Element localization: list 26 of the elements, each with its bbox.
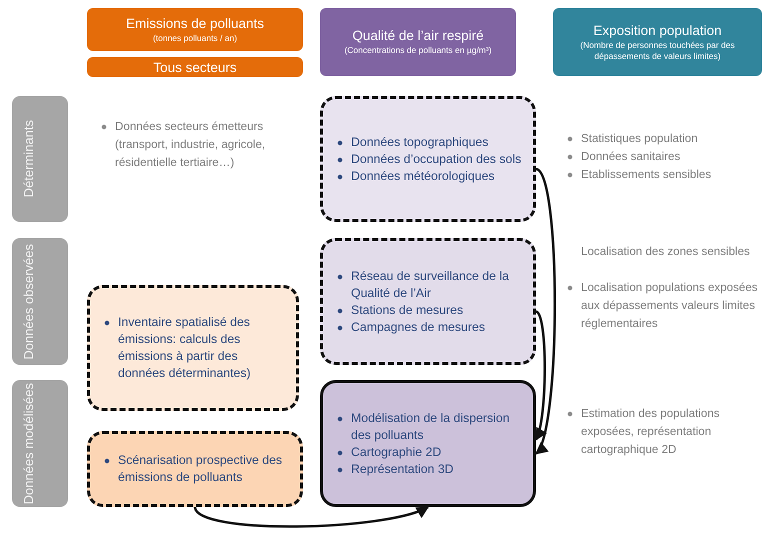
data-box (320, 380, 536, 507)
column-header (320, 8, 516, 76)
data-box (320, 96, 536, 222)
header-title: Emissions de polluants (126, 16, 264, 30)
header-subtitle: (Concentrations de polluants en µg/m³) (343, 45, 493, 56)
header-subtitle: (tonnes polluants / an) (152, 32, 238, 44)
arrow (534, 168, 556, 455)
header-title: Qualité de l’air respiré (352, 28, 484, 43)
row-header (12, 96, 68, 222)
row-header (12, 380, 68, 507)
data-box (87, 285, 299, 411)
arrow (534, 310, 546, 441)
column-header (87, 8, 303, 51)
column-header (553, 8, 762, 76)
note-text: Localisation des zones sensibles (580, 244, 751, 260)
header-subtitle: (Nombre de personnes touchées par des dépassements de valeurs limites) (579, 40, 736, 62)
row-title: Déterminants (21, 120, 37, 198)
row-title: Données observées (21, 244, 37, 360)
header-title: Exposition population (593, 22, 722, 38)
row-title: Données modélisées (21, 382, 37, 504)
data-box (87, 431, 303, 507)
column-subheader (87, 57, 303, 77)
row-header (12, 238, 68, 365)
arrow (194, 506, 430, 528)
header-title: Tous secteurs (153, 60, 237, 74)
data-box (320, 238, 536, 365)
